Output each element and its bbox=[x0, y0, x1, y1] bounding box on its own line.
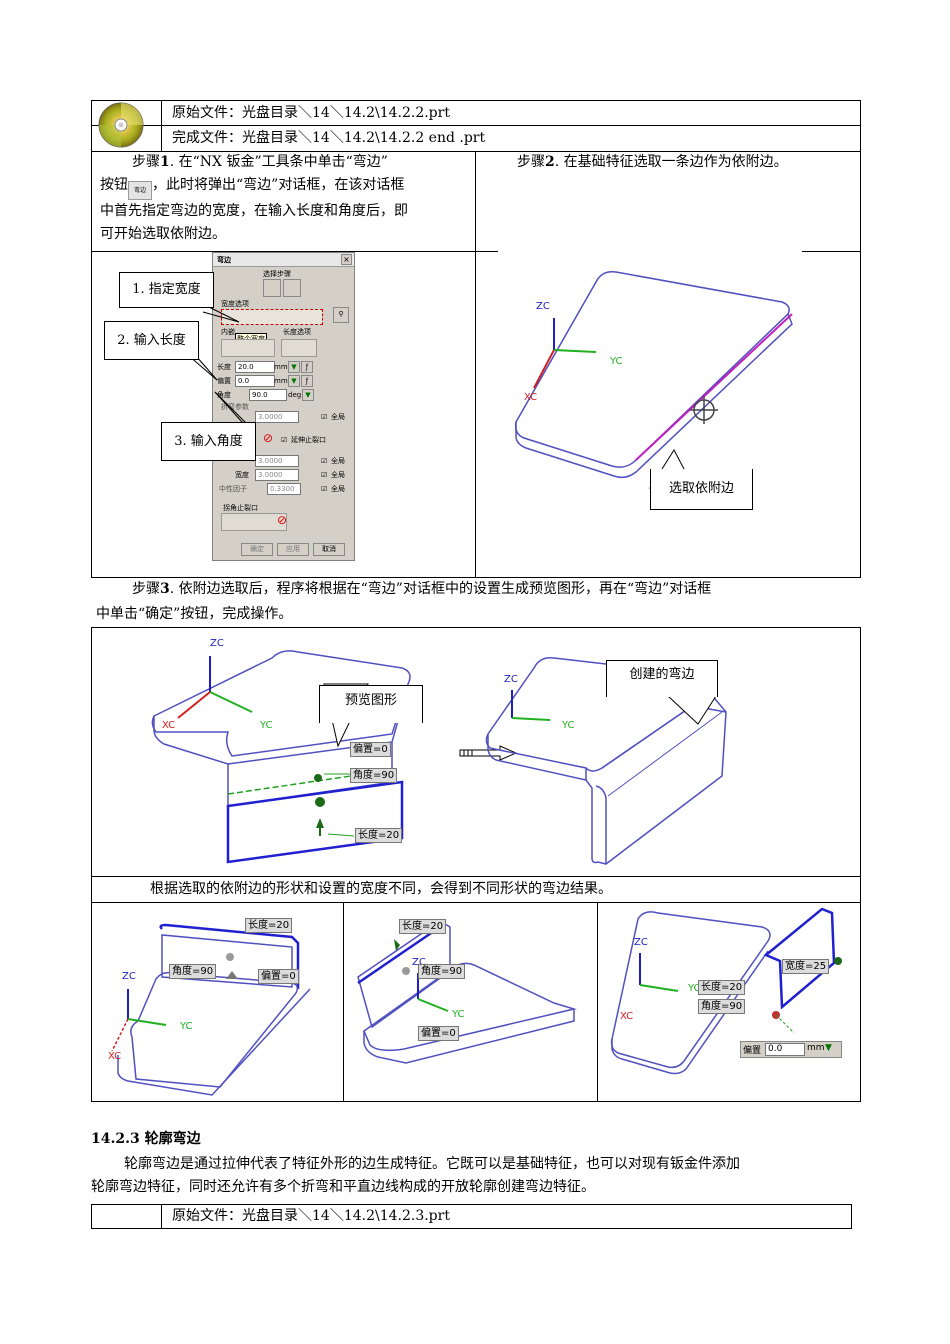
yc-label: YC bbox=[561, 720, 575, 731]
cancel-button[interactable]: 取消 bbox=[313, 543, 345, 556]
preview-offset-tag: 偏置=0 bbox=[350, 742, 391, 757]
result-figure-2: ZC YC bbox=[357, 920, 577, 1064]
no-corner-relief-icon[interactable]: ⊘ bbox=[277, 513, 288, 527]
inner-option-icons[interactable] bbox=[221, 339, 275, 357]
length-option-icons[interactable] bbox=[281, 339, 317, 357]
step2-text: 步骤2. 在基础特征选取一条边作为依附边。 bbox=[517, 154, 788, 170]
neutral-factor-input[interactable]: 0.3300 bbox=[267, 483, 301, 495]
yc-label: YC bbox=[259, 720, 273, 731]
callout-created-flange: 创建的弯边 bbox=[606, 660, 718, 697]
p2-offset-tag: 偏置=0 bbox=[418, 1026, 459, 1041]
length-formula-icon[interactable]: ƒ bbox=[301, 361, 313, 373]
zc-label: ZC bbox=[536, 301, 550, 312]
xc-label: XC bbox=[162, 720, 175, 731]
bend-radius-input[interactable]: 3.0000 bbox=[255, 411, 299, 423]
dialog-close-button[interactable]: × bbox=[341, 254, 352, 265]
dialog-titlebar: 弯边 × bbox=[213, 253, 354, 267]
zc-label: ZC bbox=[634, 937, 648, 948]
xc-label: XC bbox=[524, 392, 537, 403]
p3-offset-field[interactable]: 偏置 0.0 mm ▼ bbox=[740, 1041, 842, 1058]
step-select-button-1[interactable] bbox=[263, 279, 281, 297]
zc-label: ZC bbox=[412, 957, 426, 968]
yc-label: YC bbox=[451, 1009, 465, 1020]
flange-button-icon[interactable]: 弯边 bbox=[128, 181, 152, 200]
source-file: 原始文件：光盘目录＼14＼14.2\14.2.2.prt bbox=[172, 105, 450, 121]
section-paragraph: 轮廓弯边是通过拉伸代表了特征外形的边生成特征。它既可以是基础特征，也可以对现有钣… bbox=[91, 1156, 740, 1195]
crosshair-cursor-icon bbox=[690, 396, 718, 424]
step1-text: 步骤1. 在“NX 钣金”工具条中单击“弯边” 按钮弯边，此时将弹出“弯边”对话… bbox=[100, 154, 408, 242]
relief-width-input[interactable]: 3.0000 bbox=[255, 469, 299, 481]
p3-length-tag: 长度=20 bbox=[698, 980, 746, 995]
p2-angle-tag: 角度=90 bbox=[418, 964, 466, 979]
p2-length-tag: 长度=20 bbox=[399, 919, 447, 934]
offset-down-icon[interactable]: ▼ bbox=[288, 375, 300, 387]
length-input[interactable]: 20.0 bbox=[235, 361, 275, 373]
angle-down-icon[interactable]: ▼ bbox=[302, 389, 314, 401]
section-source-file: 原始文件：光盘目录＼14＼14.2\14.2.3.prt bbox=[172, 1208, 450, 1224]
yc-label: YC bbox=[179, 1021, 193, 1032]
no-relief-icon[interactable]: ⊘ bbox=[263, 431, 274, 445]
cd-icon bbox=[97, 101, 145, 149]
section-heading: 14.2.3 轮廓弯边 bbox=[91, 1131, 201, 1147]
offset-formula-icon[interactable]: ƒ bbox=[301, 375, 313, 387]
callout-preview: 预览图形 bbox=[319, 685, 423, 723]
ok-button[interactable]: 确定 bbox=[241, 543, 273, 556]
p1-length-tag: 长度=20 bbox=[245, 918, 293, 933]
callout-select-edge: 选取依附边 bbox=[650, 469, 753, 510]
relief-depth-input[interactable]: 3.0000 bbox=[255, 455, 299, 467]
yc-label: YC bbox=[687, 983, 701, 994]
preview-length-tag: 长度=20 bbox=[355, 828, 403, 843]
apply-button[interactable]: 应用 bbox=[277, 543, 309, 556]
corner-relief-icons[interactable] bbox=[221, 513, 287, 531]
offset-input[interactable]: 0.0 bbox=[235, 375, 275, 387]
result-file: 完成文件：光盘目录＼14＼14.2\14.2.2 end .prt bbox=[172, 130, 486, 146]
preview-angle-tag: 角度=90 bbox=[350, 768, 398, 783]
step-select-button-2[interactable] bbox=[283, 279, 301, 297]
callout-input-length: 2. 输入长度 bbox=[104, 321, 199, 360]
flange-dialog: 弯边 × 选择步骤 宽度选项 ⚲ 内嵌 整个宽度 长度选项 长度 20.0 mm… bbox=[212, 252, 355, 561]
p1-offset-tag: 偏置=0 bbox=[258, 969, 299, 984]
zc-label: ZC bbox=[210, 638, 224, 649]
result-figure-3: ZC YC XC bbox=[610, 907, 842, 1075]
p3-width-tag: 宽度=25 bbox=[782, 959, 830, 974]
xc-label: XC bbox=[108, 1051, 121, 1062]
preview-figure: ZC YC XC ZC YC bbox=[151, 638, 727, 865]
xc-label: XC bbox=[620, 1011, 633, 1022]
offset-down-icon[interactable]: ▼ bbox=[825, 1043, 832, 1053]
result-figure-1: ZC YC XC bbox=[108, 923, 311, 1096]
step3-text: 步骤3. 依附边选取后，程序将根据在“弯边”对话框中的设置生成预览图形，再在“弯… bbox=[96, 581, 712, 622]
note-text: 根据选取的依附边的形状和设置的宽度不同，会得到不同形状的弯边结果。 bbox=[150, 881, 612, 897]
callout-specify-width: 1. 指定宽度 bbox=[119, 272, 214, 308]
angle-input[interactable]: 90.0 bbox=[249, 389, 287, 401]
callout-input-angle: 3. 输入角度 bbox=[161, 422, 256, 461]
p1-angle-tag: 角度=90 bbox=[169, 964, 217, 979]
length-down-icon[interactable]: ▼ bbox=[288, 361, 300, 373]
yc-label: YC bbox=[609, 356, 623, 367]
base-part-figure: ZC YC XC bbox=[514, 270, 793, 489]
p3-angle-tag: 角度=90 bbox=[698, 999, 746, 1014]
zc-label: ZC bbox=[122, 971, 136, 982]
zc-label: ZC bbox=[504, 674, 518, 685]
search-icon[interactable]: ⚲ bbox=[333, 307, 349, 323]
